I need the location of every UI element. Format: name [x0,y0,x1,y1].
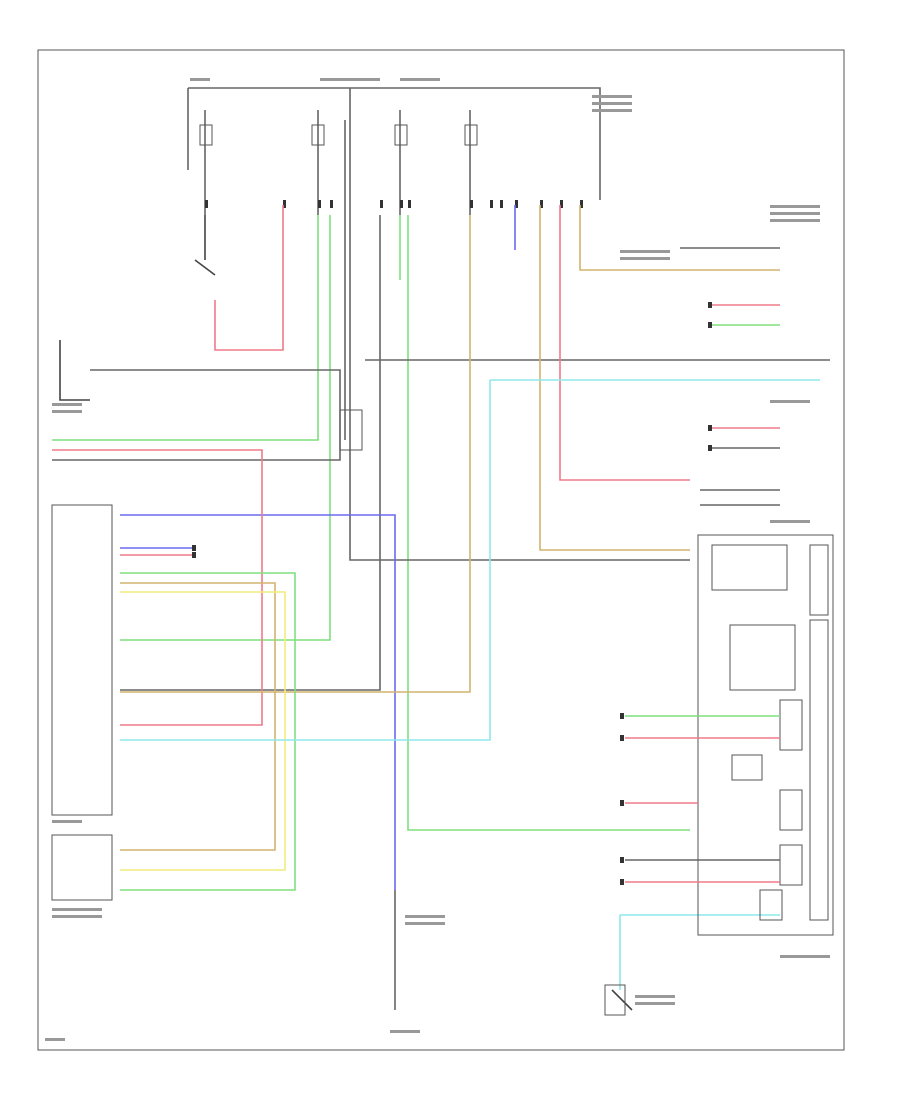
right-switch-circuits [680,247,780,506]
pressure-sensor-block [51,834,113,901]
combination-meter-box [697,534,834,936]
blue-signal-wires [120,205,516,890]
center-splice [339,409,363,451]
top-power-bus [187,87,601,440]
bottom-grounds [394,890,633,1016]
diagram-frame [37,49,845,1051]
fuse-block-c [394,124,408,146]
right-connector-pins [192,302,712,885]
gray-signal-wires [52,215,830,691]
decorative-labels [45,78,830,1041]
fuse-junction-labels [199,124,478,146]
red-signal-wires [52,205,690,726]
ecm-modules [51,340,113,901]
tan-yellow-signal-wires [120,205,780,891]
fuse-block-a [199,124,213,146]
ecm-connector-block [51,504,113,816]
green-signal-wires [52,215,690,831]
fuse-block-b [311,124,325,146]
stop-light-switch-circuit [194,205,284,351]
cyan-signal-wires [120,379,820,990]
fuse-block-d [464,124,478,146]
combination-meter [625,534,834,936]
top-connector-pins [205,200,583,208]
